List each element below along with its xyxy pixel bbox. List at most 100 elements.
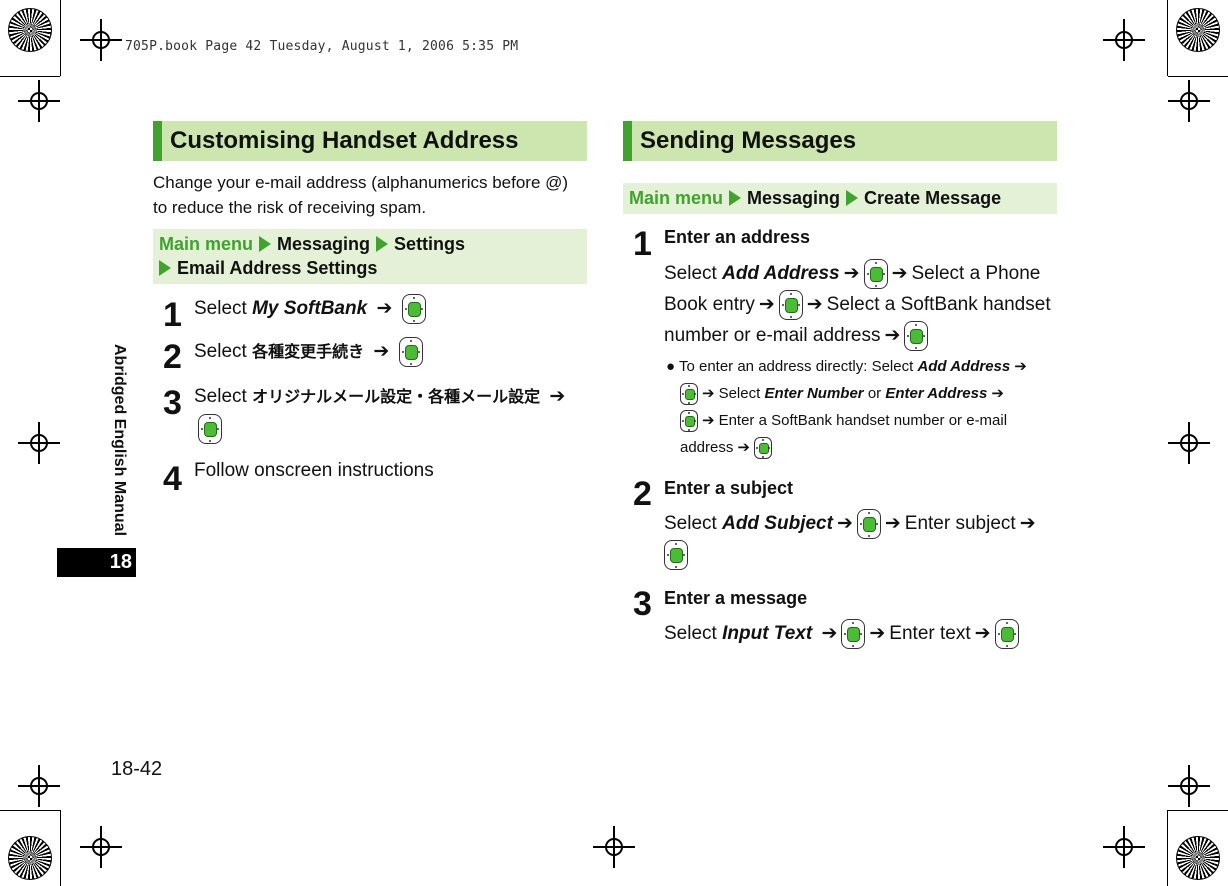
arrow-icon: ➔ xyxy=(991,385,1004,402)
step-target: My SoftBank xyxy=(252,298,368,319)
arrow-icon: ➔ xyxy=(549,386,566,407)
step-target: Add Subject xyxy=(722,513,833,534)
heading-text: Customising Handset Address xyxy=(170,127,519,154)
arrow-icon: ➔ xyxy=(758,294,775,315)
center-key-icon xyxy=(398,336,423,367)
step-verb: Select xyxy=(194,386,247,407)
step-title: Enter a subject xyxy=(664,478,794,498)
step-verb: Select xyxy=(664,513,717,534)
center-key-icon xyxy=(753,437,772,460)
step-target: オリジナルメール設定・各種メール設定 xyxy=(252,389,541,406)
arrow-icon: ➔ xyxy=(737,439,750,456)
arrow-icon: ➔ xyxy=(702,385,715,402)
center-key-icon xyxy=(863,258,888,289)
arrow-icon: ➔ xyxy=(702,412,715,429)
arrow-icon: ➔ xyxy=(843,263,860,284)
chapter-tab: 18 xyxy=(57,548,136,577)
heading-text: Sending Messages xyxy=(640,127,857,154)
bullet-option: Enter Number xyxy=(764,385,864,402)
step-verb: Select xyxy=(664,263,717,284)
bullet-dot-icon: ● xyxy=(666,358,676,375)
menu-path-customising: Main menu Messaging Settings Email Address… xyxy=(153,229,587,284)
step-number: 1 xyxy=(633,225,652,263)
center-key-icon xyxy=(841,618,866,649)
arrow-icon: ➔ xyxy=(891,263,908,284)
menu-path-separator-icon xyxy=(259,236,272,252)
step-number: 1 xyxy=(163,296,182,334)
side-section-label: Abridged English Manual xyxy=(111,344,128,537)
center-key-icon xyxy=(904,320,929,351)
step-number: 2 xyxy=(633,475,652,513)
step-number: 4 xyxy=(163,460,182,498)
bullet-option: Enter Address xyxy=(885,385,988,402)
menu-path-item: Create Message xyxy=(864,188,1002,208)
menu-path-item: Messaging xyxy=(277,234,371,254)
section-heading-sending: Sending Messages xyxy=(623,121,1057,161)
center-key-icon xyxy=(778,289,803,320)
step-target: 各種変更手続き xyxy=(252,344,365,361)
registration-crosshair xyxy=(18,80,60,122)
center-key-icon xyxy=(664,539,688,570)
menu-path-sending: Main menu Messaging Create Message xyxy=(623,183,1057,214)
bullet-note: ● To enter an address directly: Select A… xyxy=(666,353,1058,461)
step-title: Enter a message xyxy=(664,588,808,608)
center-key-icon xyxy=(994,618,1019,649)
menu-path-item: Email Address Settings xyxy=(177,258,378,278)
arrow-icon: ➔ xyxy=(1014,358,1027,375)
registration-crosshair xyxy=(18,422,60,464)
center-key-icon xyxy=(401,293,426,324)
bullet-text: or xyxy=(867,385,882,402)
step-text: Enter text xyxy=(889,623,971,644)
print-header-line: 705P.book Page 42 Tuesday, August 1, 200… xyxy=(125,39,519,54)
menu-path-separator-icon xyxy=(376,236,389,252)
registration-crosshair xyxy=(80,826,122,868)
menu-path-item: Messaging xyxy=(747,188,841,208)
menu-path-main: Main menu xyxy=(629,188,724,208)
step-text: number or e-mail address xyxy=(664,325,881,346)
arrow-icon: ➔ xyxy=(884,325,901,346)
registration-rosette-tr xyxy=(1176,8,1220,52)
page-number: 18-42 xyxy=(111,758,163,780)
step-instruction: Follow onscreen instructions xyxy=(194,460,434,481)
menu-path-item: Settings xyxy=(394,234,466,254)
bullet-target: Add Address xyxy=(917,358,1011,375)
arrow-icon: ➔ xyxy=(836,513,853,534)
center-key-icon xyxy=(856,508,881,539)
step-verb: Select xyxy=(194,298,247,319)
step-instruction: Select Input Text ➔➔Enter text➔ xyxy=(664,618,1058,649)
registration-rosette-tl xyxy=(8,8,52,52)
registration-crosshair xyxy=(1103,826,1145,868)
center-key-icon xyxy=(198,413,222,444)
menu-path-separator-icon xyxy=(159,260,171,276)
step-number: 3 xyxy=(163,384,182,422)
registration-crosshair xyxy=(80,19,122,61)
section-heading-customising: Customising Handset Address xyxy=(153,121,587,161)
step-text: Book entry xyxy=(664,294,755,315)
step-target: Add Address xyxy=(722,263,840,284)
menu-path-separator-icon xyxy=(729,190,742,206)
step-verb: Select xyxy=(664,623,717,644)
step-title: Enter an address xyxy=(664,227,811,247)
arrow-icon: ➔ xyxy=(974,623,991,644)
arrow-icon: ➔ xyxy=(821,623,838,644)
step-instruction: Select オリジナルメール設定・各種メール設定 ➔ xyxy=(194,381,589,444)
center-key-icon xyxy=(680,410,698,433)
step-instruction: Select 各種変更手続き ➔ xyxy=(194,336,423,368)
bullet-text: Enter a SoftBank handset number or e-mai… xyxy=(718,412,1008,429)
step-text: Select a SoftBank handset xyxy=(826,294,1051,315)
step-verb: Select xyxy=(194,341,247,362)
intro-paragraph: Change your e-mail address (alphanumeric… xyxy=(153,173,569,217)
registration-crosshair xyxy=(1168,422,1210,464)
registration-crosshair xyxy=(593,826,635,868)
arrow-icon: ➔ xyxy=(373,341,390,362)
menu-path-main: Main menu xyxy=(159,234,254,254)
step-number: 2 xyxy=(163,338,182,376)
registration-rosette-br xyxy=(1176,836,1220,880)
step-instruction: Select Add Address➔➔Select a Phone Book … xyxy=(664,258,1058,351)
step-number: 3 xyxy=(633,585,652,623)
step-text: Select a Phone xyxy=(911,263,1041,284)
step-text: Enter subject xyxy=(904,513,1016,534)
bullet-text: address xyxy=(680,439,734,456)
registration-crosshair xyxy=(1168,765,1210,807)
arrow-icon: ➔ xyxy=(884,513,901,534)
